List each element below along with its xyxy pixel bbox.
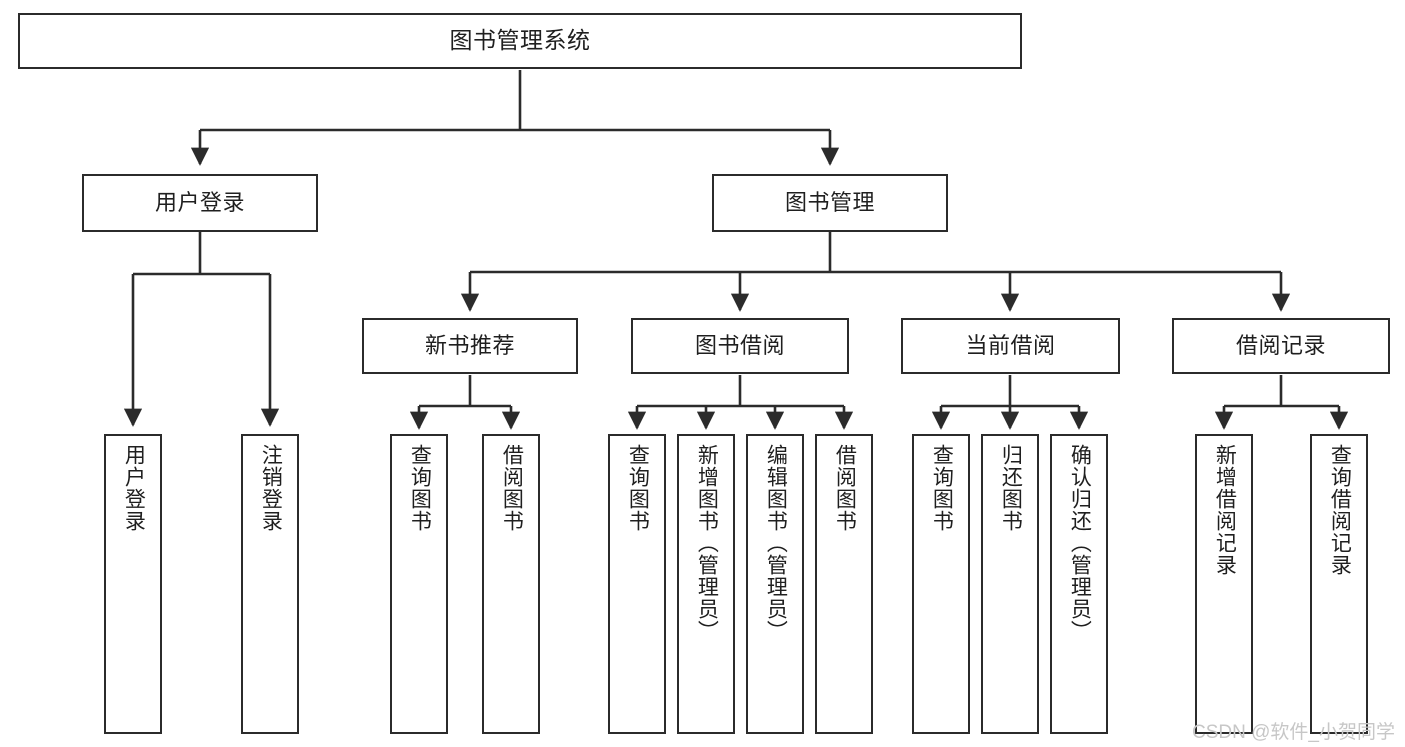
node-root[interactable]: 图书管理系统: [18, 13, 1022, 69]
node-leaf-add-record[interactable]: 新增借阅记录: [1195, 434, 1253, 734]
node-leaf-add-book-label: 新增图书（管理员）: [695, 444, 719, 642]
node-leaf-borrow-book-1[interactable]: 借阅图书: [482, 434, 540, 734]
node-leaf-borrow-book-2[interactable]: 借阅图书: [815, 434, 873, 734]
node-leaf-confirm-return[interactable]: 确认归还（管理员）: [1050, 434, 1108, 734]
node-leaf-query-book-1-label: 查询图书: [408, 444, 432, 532]
node-leaf-confirm-return-label: 确认归还（管理员）: [1068, 444, 1092, 642]
node-leaf-query-book-3[interactable]: 查询图书: [912, 434, 970, 734]
node-borrow-record[interactable]: 借阅记录: [1172, 318, 1390, 374]
node-leaf-user-login-label: 用户登录: [122, 444, 146, 532]
node-leaf-query-book-2[interactable]: 查询图书: [608, 434, 666, 734]
node-book-manage[interactable]: 图书管理: [712, 174, 948, 232]
node-leaf-borrow-book-1-label: 借阅图书: [500, 444, 524, 532]
node-root-label: 图书管理系统: [449, 27, 591, 54]
node-leaf-edit-book[interactable]: 编辑图书（管理员）: [746, 434, 804, 734]
node-leaf-query-book-1[interactable]: 查询图书: [390, 434, 448, 734]
node-current-borrow-label: 当前借阅: [965, 332, 1056, 358]
node-current-borrow[interactable]: 当前借阅: [901, 318, 1120, 374]
node-leaf-edit-book-label: 编辑图书（管理员）: [764, 444, 788, 642]
node-user-login-label: 用户登录: [154, 189, 245, 215]
node-leaf-logout-login-label: 注销登录: [259, 444, 283, 532]
node-leaf-query-book-2-label: 查询图书: [626, 444, 650, 532]
node-leaf-return-book[interactable]: 归还图书: [981, 434, 1039, 734]
node-leaf-borrow-book-2-label: 借阅图书: [833, 444, 857, 532]
node-new-book-recommend[interactable]: 新书推荐: [362, 318, 578, 374]
node-leaf-query-book-3-label: 查询图书: [930, 444, 954, 532]
node-leaf-query-record[interactable]: 查询借阅记录: [1310, 434, 1368, 734]
node-leaf-add-book[interactable]: 新增图书（管理员）: [677, 434, 735, 734]
node-leaf-add-record-label: 新增借阅记录: [1213, 444, 1237, 576]
node-leaf-return-book-label: 归还图书: [999, 444, 1023, 532]
node-book-borrow[interactable]: 图书借阅: [631, 318, 849, 374]
node-leaf-logout-login[interactable]: 注销登录: [241, 434, 299, 734]
node-new-book-recommend-label: 新书推荐: [424, 332, 515, 358]
node-leaf-query-record-label: 查询借阅记录: [1328, 444, 1352, 576]
node-book-manage-label: 图书管理: [784, 189, 875, 215]
node-borrow-record-label: 借阅记录: [1235, 332, 1326, 358]
node-user-login[interactable]: 用户登录: [82, 174, 318, 232]
node-book-borrow-label: 图书借阅: [694, 332, 785, 358]
node-leaf-user-login[interactable]: 用户登录: [104, 434, 162, 734]
